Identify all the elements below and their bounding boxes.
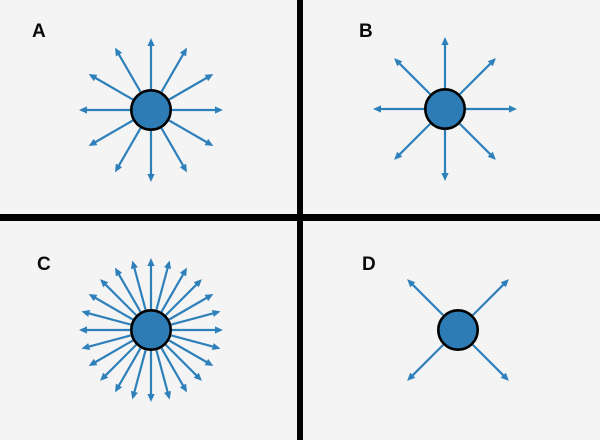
field-arrow-head xyxy=(115,47,123,57)
field-arrow-shaft xyxy=(93,339,134,364)
field-arrow-head xyxy=(147,38,155,46)
field-arrow-head xyxy=(441,173,449,181)
field-arrow-shaft xyxy=(117,272,142,313)
field-arrow-head xyxy=(179,163,187,173)
field-arrow-head xyxy=(373,105,381,113)
field-arrow-shaft xyxy=(132,349,147,394)
field-arrow-head xyxy=(204,358,214,366)
field-arrow-head xyxy=(407,372,416,381)
field-arrow-shaft xyxy=(168,119,209,144)
panel-c xyxy=(79,258,223,402)
field-arrow-head xyxy=(88,74,98,82)
panel-d-label: D xyxy=(362,254,377,275)
field-arrow-head xyxy=(81,309,91,317)
field-arrow-head xyxy=(193,372,202,381)
field-arrow-shaft xyxy=(132,266,147,311)
field-arrow-shaft xyxy=(165,344,199,378)
panel-a-label: A xyxy=(32,21,47,42)
field-arrow-shaft xyxy=(93,76,134,101)
field-arrow-head xyxy=(215,106,223,114)
field-arrow-shaft xyxy=(168,339,209,364)
field-arrow-head xyxy=(204,138,214,146)
field-arrow-shaft xyxy=(397,61,431,95)
field-arrow-head xyxy=(509,105,517,113)
field-arrow-head xyxy=(115,163,123,173)
field-arrow-head xyxy=(394,151,403,160)
field-arrow-shaft xyxy=(472,344,506,378)
field-arrow-head xyxy=(487,58,496,67)
field-arrow-shaft xyxy=(459,123,493,157)
field-arrow-shaft xyxy=(170,334,215,349)
field-arrow-shaft xyxy=(155,266,170,311)
charge-circle xyxy=(423,88,466,131)
field-arrow-head xyxy=(394,58,403,67)
panel-a xyxy=(79,38,223,182)
field-arrow-shaft xyxy=(410,282,444,316)
field-arrow-head xyxy=(147,394,155,402)
field-arrow-head xyxy=(441,37,449,45)
field-arrow-shaft xyxy=(117,127,142,168)
field-arrow-shaft xyxy=(117,52,142,93)
field-arrow-head xyxy=(147,258,155,266)
field-arrow-head xyxy=(100,279,109,288)
panel-b xyxy=(373,37,517,181)
field-arrow-head xyxy=(79,326,87,334)
field-arrow-shaft xyxy=(117,347,142,388)
field-arrow-head xyxy=(179,47,187,57)
field-arrow-head xyxy=(500,372,509,381)
panel-c-label: C xyxy=(37,254,52,275)
field-arrow-shaft xyxy=(87,311,132,326)
field-arrow-shaft xyxy=(160,52,185,93)
field-arrow-shaft xyxy=(87,334,132,349)
charge-circle xyxy=(436,308,479,351)
field-arrow-head xyxy=(179,383,187,393)
horizontal-divider xyxy=(0,214,600,221)
field-arrow-shaft xyxy=(397,123,431,157)
field-arrow-head xyxy=(215,326,223,334)
field-arrow-shaft xyxy=(165,282,199,316)
field-arrow-shaft xyxy=(459,61,493,95)
field-arrow-head xyxy=(193,279,202,288)
field-arrow-shaft xyxy=(168,296,209,321)
field-arrow-shaft xyxy=(168,76,209,101)
field-arrow-head xyxy=(164,390,172,400)
field-arrow-shaft xyxy=(170,311,215,326)
field-arrow-head xyxy=(204,294,214,302)
panel-b-label: B xyxy=(359,21,374,42)
field-arrow-shaft xyxy=(160,127,185,168)
field-arrow-shaft xyxy=(93,119,134,144)
field-arrow-shaft xyxy=(160,272,185,313)
field-arrow-head xyxy=(130,260,138,270)
field-arrow-head xyxy=(487,151,496,160)
field-arrow-head xyxy=(88,138,98,146)
field-arrow-shaft xyxy=(93,296,134,321)
field-arrow-head xyxy=(147,174,155,182)
charge-circle xyxy=(130,308,173,351)
field-arrow-head xyxy=(500,279,509,288)
field-arrow-head xyxy=(130,390,138,400)
field-arrow-head xyxy=(204,74,214,82)
field-arrow-shaft xyxy=(410,344,444,378)
charge-circle xyxy=(130,89,173,132)
field-arrow-head xyxy=(115,383,123,393)
field-arrow-shaft xyxy=(472,282,506,316)
field-arrow-head xyxy=(211,343,221,351)
field-arrow-shaft xyxy=(160,347,185,388)
field-arrow-head xyxy=(115,267,123,277)
field-arrow-head xyxy=(88,358,98,366)
panel-d xyxy=(407,279,509,381)
field-arrow-head xyxy=(179,267,187,277)
field-arrow-head xyxy=(88,294,98,302)
field-arrow-shaft xyxy=(155,349,170,394)
field-arrow-head xyxy=(407,279,416,288)
field-arrow-head xyxy=(100,372,109,381)
field-arrow-head xyxy=(164,260,172,270)
field-arrow-head xyxy=(211,309,221,317)
field-arrow-head xyxy=(81,343,91,351)
field-arrow-shaft xyxy=(103,344,137,378)
field-arrow-shaft xyxy=(103,282,137,316)
field-arrow-head xyxy=(79,106,87,114)
